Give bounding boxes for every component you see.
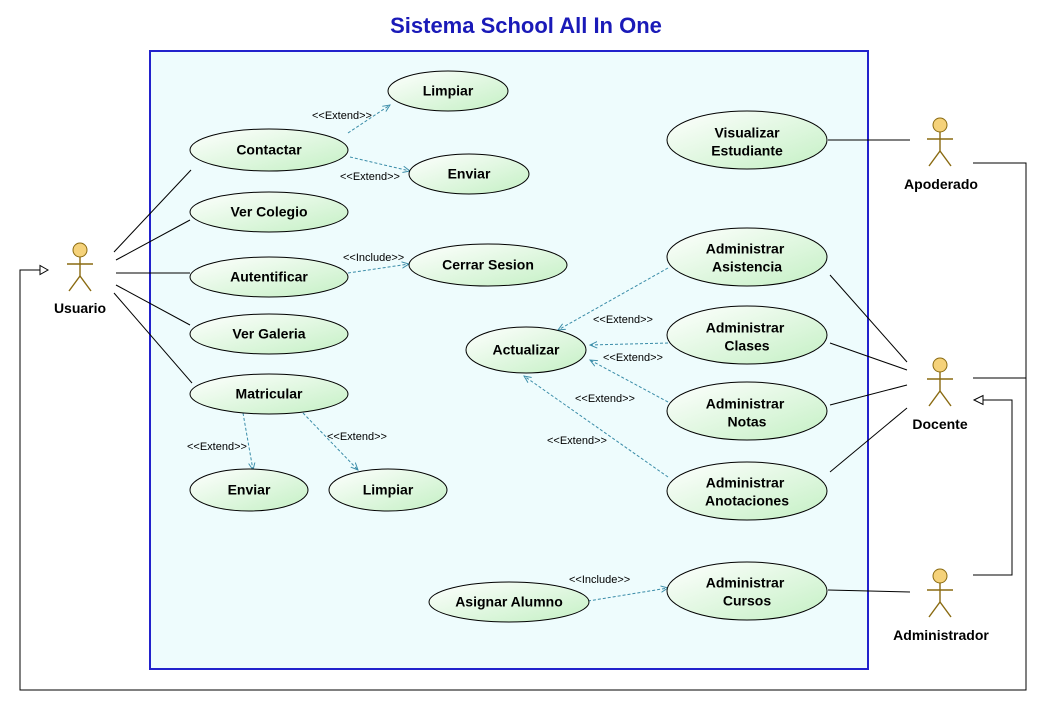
usecase-label-line2: Anotaciones [705,493,789,509]
stereo-extend-enviar-top: <<Extend>> [340,171,400,183]
gen-apoderado-to-usuario [19,162,1027,691]
usecase-label: Asignar Alumno [455,594,563,610]
dep-asignar-cursos [587,588,668,602]
usecase-administrar-anotaciones[interactable]: Administrar Anotaciones [666,461,828,521]
usecase-ver-colegio[interactable]: Ver Colegio [189,191,349,233]
actor-figure-icon [927,568,953,618]
actor-usuario[interactable]: Usuario [54,242,106,316]
assoc-usuario-ver-colegio [115,219,191,261]
actor-figure-icon [67,242,93,292]
generalizations [19,162,1027,691]
usecase-label-line1: Administrar [706,575,785,591]
assoc-administrador-cursos [827,589,911,593]
usecase-label: Limpiar [423,83,474,99]
usecase-label-line1: Administrar [706,475,785,491]
stereo-include-cursos: <<Include>> [569,574,630,586]
actor-figure-icon [927,117,953,167]
usecase-asignar-alumno[interactable]: Asignar Alumno [428,581,590,623]
assoc-usuario-matricular [113,292,193,384]
usecase-administrar-notas[interactable]: Administrar Notas [666,381,828,441]
usecase-administrar-cursos[interactable]: Administrar Cursos [666,561,828,621]
assoc-usuario-contactar [113,169,192,253]
actor-administrador[interactable]: Administrador [893,568,989,643]
usecase-label-line1: Administrar [706,241,785,257]
stereo-extend-limpiar-bottom: <<Extend>> [327,431,387,443]
dep-autentificar-cerrar [347,264,409,274]
usecase-label-line1: Administrar [706,396,785,412]
usecase-label: Ver Colegio [230,204,307,220]
stereotype-labels: <<Extend>> <<Extend>> <<Include>> <<Exte… [187,110,663,586]
usecase-cerrar-sesion[interactable]: Cerrar Sesion [408,243,568,287]
actor-figure-icon [927,357,953,407]
usecase-limpiar-top[interactable]: Limpiar [387,70,509,112]
actor-label: Usuario [54,300,106,316]
gen-administrador-to-docente [973,399,1013,576]
usecase-label-line2: Notas [728,414,767,430]
usecase-label: Enviar [228,482,271,498]
stereo-extend-notas: <<Extend>> [575,393,635,405]
dep-contactar-limpiar [347,105,390,134]
usecase-label: Ver Galeria [232,326,305,342]
dep-clases-actualizar [590,343,669,345]
actor-label: Administrador [893,627,989,643]
dep-contactar-enviar [349,156,410,171]
usecase-limpiar-bottom[interactable]: Limpiar [328,468,448,512]
usecase-label-line1: Visualizar [714,125,780,141]
assoc-usuario-ver-galeria [115,284,191,326]
usecase-label-line2: Cursos [723,593,771,609]
usecase-contactar[interactable]: Contactar [189,128,349,172]
usecase-matricular[interactable]: Matricular [189,373,349,415]
usecase-ver-galeria[interactable]: Ver Galeria [189,313,349,355]
stereo-extend-limpiar-top: <<Extend>> [312,110,372,122]
usecase-label-line1: Administrar [706,320,785,336]
usecase-label: Cerrar Sesion [442,257,534,273]
assoc-docente-asistencia [829,274,908,363]
usecase-label: Enviar [448,166,491,182]
stereo-extend-asistencia: <<Extend>> [593,314,653,326]
usecase-administrar-clases[interactable]: Administrar Clases [666,305,828,365]
dep-asistencia-actualizar [558,267,669,330]
usecase-label-line2: Estudiante [711,143,783,159]
usecase-enviar-bottom[interactable]: Enviar [189,468,309,512]
stereo-include-cerrar: <<Include>> [343,252,404,264]
usecase-label-line2: Asistencia [712,259,782,275]
assoc-docente-anotaciones [829,407,908,473]
actor-label: Apoderado [904,176,978,192]
usecase-label: Matricular [236,386,303,402]
usecase-label-line2: Clases [724,338,769,354]
stereo-extend-enviar-bottom: <<Extend>> [187,441,247,453]
actor-docente[interactable]: Docente [912,357,968,432]
actor-apoderado[interactable]: Apoderado [904,117,978,192]
usecase-label: Limpiar [363,482,414,498]
usecase-visualizar-estudiante[interactable]: Visualizar Estudiante [666,110,828,170]
assoc-docente-clases [829,342,908,371]
dep-anotaciones-actualizar [524,376,669,478]
assoc-docente-notas [829,384,908,406]
stereo-extend-clases: <<Extend>> [603,352,663,364]
associations [113,139,911,593]
dep-matricular-limpiar [302,412,358,470]
usecase-label: Contactar [236,142,302,158]
stereo-extend-anotaciones: <<Extend>> [547,435,607,447]
usecase-label: Autentificar [230,269,308,285]
dependencies [242,105,669,602]
actor-label: Docente [912,416,967,432]
usecase-administrar-asistencia[interactable]: Administrar Asistencia [666,227,828,287]
usecase-label: Actualizar [493,342,560,358]
diagram-title: Sistema School All In One [390,13,662,38]
gen-arrowhead-docente [972,394,984,406]
usecase-enviar-top[interactable]: Enviar [408,153,530,195]
usecase-autentificar[interactable]: Autentificar [189,256,349,298]
gen-arrowhead-usuario [39,264,50,276]
usecase-actualizar[interactable]: Actualizar [465,326,587,374]
